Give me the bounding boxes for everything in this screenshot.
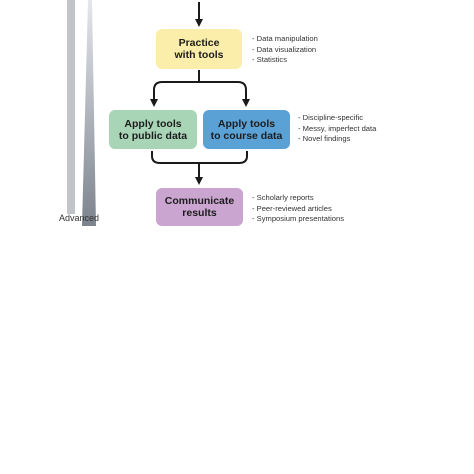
course-data-note: Discipline-specific xyxy=(298,113,376,124)
communicate-notes: Scholarly reports Peer-reviewed articles… xyxy=(252,193,344,225)
practice-note: Statistics xyxy=(252,55,318,66)
communicate-note: Scholarly reports xyxy=(252,193,344,204)
split-connector xyxy=(153,70,247,100)
practice-box: Practice with tools xyxy=(156,29,242,69)
communicate-note: Peer-reviewed articles xyxy=(252,204,344,215)
merge-connector xyxy=(151,151,248,172)
course-data-box: Apply tools to course data xyxy=(203,110,290,149)
public-data-box-label: Apply tools to public data xyxy=(118,117,188,142)
course-data-note: Novel findings xyxy=(298,134,376,145)
progression-wedge-gradient xyxy=(82,0,96,226)
course-data-notes: Discipline-specific Messy, imperfect dat… xyxy=(298,113,377,145)
public-data-box: Apply tools to public data xyxy=(109,110,197,149)
advanced-level-label: Advanced xyxy=(59,213,100,223)
communicate-box: Communicate results xyxy=(156,188,243,226)
practice-note: Data visualization xyxy=(252,45,318,56)
progression-wedge xyxy=(67,0,75,214)
communicate-note: Symposium presentations xyxy=(252,214,344,225)
practice-note: Data manipulation xyxy=(252,34,318,45)
communicate-box-label: Communicate results xyxy=(164,195,235,219)
practice-notes: Data manipulation Data visualization Sta… xyxy=(252,34,318,66)
course-data-note: Messy, imperfect data xyxy=(298,124,377,135)
practice-box-label: Practice with tools xyxy=(174,37,224,61)
course-data-box-label: Apply tools to course data xyxy=(210,117,283,142)
